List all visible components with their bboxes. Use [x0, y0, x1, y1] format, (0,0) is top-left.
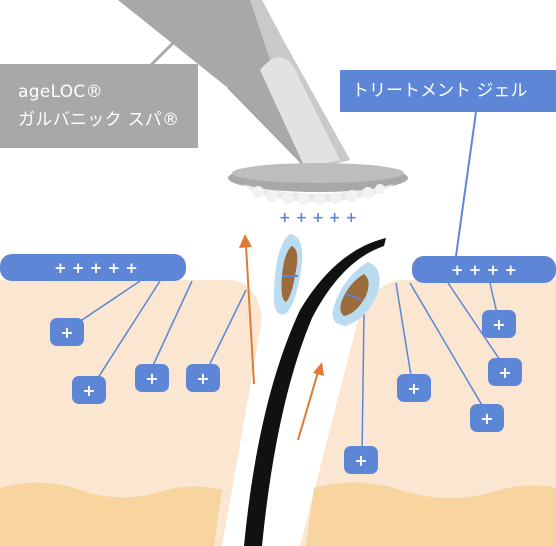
device-handle	[118, 0, 350, 171]
sebum-plug-right	[332, 262, 380, 326]
svg-text:+: +	[82, 381, 95, 400]
hair-strand	[244, 238, 386, 546]
ion-particle: +	[470, 404, 504, 432]
gel-label: トリートメント ジェル	[340, 70, 556, 112]
device-label: ageLOC® ガルバニック スパ®	[0, 64, 198, 148]
ion-particle: +	[135, 364, 169, 392]
device-leader-line	[148, 34, 182, 68]
ion-lines-right	[361, 282, 505, 457]
gel-layer-left	[0, 254, 186, 281]
svg-text:+: +	[498, 363, 511, 382]
skin-left	[0, 280, 262, 546]
ion-particle: +	[397, 374, 431, 402]
sebum-plug-left	[273, 234, 303, 315]
device-head	[228, 163, 408, 205]
svg-text:+: +	[492, 315, 505, 334]
upward-arrow	[239, 234, 255, 385]
ion-particle: +	[488, 358, 522, 386]
ion-particle: +	[186, 364, 220, 392]
svg-text:+: +	[407, 379, 420, 398]
gel-plus-row-right: + + + +	[451, 261, 517, 279]
svg-text:+: +	[60, 323, 73, 342]
device-label-line2: ガルバニック スパ®	[18, 110, 180, 130]
gel-plus-row-left: + + + + +	[54, 259, 138, 277]
gel-layer-right	[412, 256, 556, 283]
ion-particle: +	[482, 310, 516, 338]
gel-leader-line	[455, 111, 477, 257]
svg-text:+: +	[480, 409, 493, 428]
svg-text:+: +	[196, 369, 209, 388]
upward-arrow	[297, 362, 324, 441]
ion-particle: +	[50, 318, 84, 346]
ion-particle: +	[72, 376, 106, 404]
svg-text:+: +	[145, 369, 158, 388]
ion-lines-left	[75, 280, 247, 385]
device-plus-row: + + + + +	[279, 210, 357, 226]
ion-particle: +	[344, 446, 378, 474]
device-label-line1: ageLOC®	[18, 82, 103, 102]
svg-text:+: +	[354, 451, 367, 470]
